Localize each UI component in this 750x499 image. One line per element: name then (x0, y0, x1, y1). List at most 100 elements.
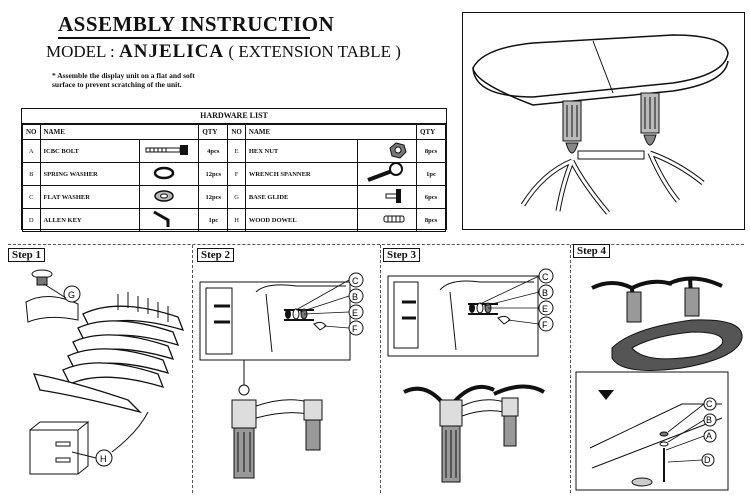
callout-c-label: C (542, 272, 549, 282)
model-name: ANJELICA (119, 41, 225, 62)
step-divider (192, 245, 193, 493)
step-4-label: Step 4 (573, 244, 611, 258)
callout-b: B (703, 413, 717, 427)
wood-dowel-icon (357, 208, 417, 232)
step-2-illustration: C B E F (199, 272, 364, 479)
callout-e-label: E (542, 304, 548, 314)
table-row: B SPRING WASHER 12pcs F WRENCH SPANNER 1… (22, 162, 446, 186)
dowel-detail (29, 421, 90, 475)
callout-c-label: C (352, 276, 359, 286)
model-line: MODEL : ANJELICA ( EXTENSION TABLE ) (46, 41, 401, 63)
item-name: BASE GLIDE (244, 185, 359, 209)
assembled-table-illustration (462, 12, 745, 230)
item-no: G (227, 185, 246, 209)
callout-b: B (348, 288, 364, 304)
base-glide-icon (357, 185, 417, 209)
item-name: ALLEN KEY (39, 208, 141, 232)
spring-washer-icon (139, 162, 200, 186)
wrench-icon (357, 162, 417, 186)
hardware-list: HARDWARE LIST NO NAME QTY NO NAME QTY A … (21, 108, 447, 232)
callout-e: E (348, 304, 364, 320)
item-qty: 12pcs (198, 185, 229, 209)
step-divider (380, 245, 381, 493)
col-qty: QTY (198, 124, 229, 140)
allen-key-icon (139, 208, 200, 232)
col-name-2: NAME (244, 124, 418, 140)
item-qty: 4pcs (198, 139, 229, 163)
assembly-note: * Assemble the display unit on a flat an… (52, 71, 252, 89)
item-qty: 1pc (198, 208, 229, 232)
note-line-2: surface to prevent scratching of the uni… (52, 80, 182, 89)
callout-c: C (348, 272, 364, 288)
flat-washer-icon (139, 185, 200, 209)
callout-g (63, 285, 81, 303)
hardware-table: NO NAME QTY NO NAME QTY A ICBC BOLT 4pcs… (22, 124, 446, 232)
callout-b: B (538, 284, 554, 300)
step-3-illustration: C B E F (387, 268, 554, 483)
title-underline (58, 37, 310, 39)
callout-b-label: B (352, 292, 358, 302)
hardware-list-title: HARDWARE LIST (22, 109, 446, 124)
callout-f-label: F (352, 324, 358, 334)
base-glide-detail (25, 269, 79, 323)
item-name: HEX NUT (244, 139, 359, 163)
callout-g-label: G (68, 290, 75, 300)
section-divider (8, 244, 744, 245)
hardware-header-row: NO NAME QTY NO NAME QTY (22, 124, 446, 140)
col-name: NAME (39, 124, 200, 140)
model-label: MODEL : (46, 42, 115, 61)
item-qty: 6pcs (416, 185, 446, 209)
callout-c: C (703, 397, 717, 411)
callout-e-label: E (352, 308, 358, 318)
callout-a-label: A (706, 431, 712, 441)
hex-nut-icon (357, 139, 417, 163)
table-row: C FLAT WASHER 12pcs G BASE GLIDE 6pcs (22, 185, 446, 209)
callout-b-label: B (706, 415, 712, 425)
table-row: D ALLEN KEY 1pc H WOOD DOWEL 8pcs (22, 208, 446, 232)
item-no: A (22, 139, 41, 163)
item-qty: 12pcs (198, 162, 229, 186)
callout-c-label: C (706, 399, 713, 409)
item-qty: 1pc (416, 162, 446, 186)
item-name: SPRING WASHER (39, 162, 141, 186)
callout-c: C (538, 268, 554, 284)
callout-f: F (348, 320, 364, 336)
callout-e: E (538, 300, 554, 316)
item-name: WRENCH SPANNER (244, 162, 359, 186)
item-no: E (227, 139, 246, 163)
step-1-label: Step 1 (8, 248, 46, 262)
model-type: ( EXTENSION TABLE ) (228, 42, 401, 61)
item-no: D (22, 208, 41, 232)
step-4-illustration: C B A D (575, 276, 743, 491)
col-qty-2: QTY (416, 124, 446, 140)
col-no: NO (22, 124, 41, 140)
note-line-1: Assemble the display unit on a flat and … (57, 71, 195, 80)
callout-b-label: B (542, 288, 548, 298)
table-row: A ICBC BOLT 4pcs E HEX NUT 8pcs (22, 139, 446, 163)
step-2-label: Step 2 (197, 248, 235, 262)
item-name: WOOD DOWEL (244, 208, 359, 232)
callout-h-label: H (100, 454, 107, 464)
item-no: F (227, 162, 246, 186)
step-1-illustration: G H (25, 269, 185, 475)
leg-stack (32, 305, 185, 414)
callout-f: F (538, 316, 554, 332)
item-no: H (227, 208, 246, 232)
item-name: ICBC BOLT (39, 139, 141, 163)
step-divider (570, 245, 571, 493)
col-no-2: NO (227, 124, 246, 140)
bolt-icon (139, 139, 200, 163)
step-3-label: Step 3 (383, 248, 421, 262)
note-bullet: * (52, 71, 58, 80)
document-title: ASSEMBLY INSTRUCTION (58, 12, 335, 36)
item-qty: 8pcs (416, 208, 446, 232)
callout-a: A (703, 429, 717, 443)
item-no: C (22, 185, 41, 209)
item-no: B (22, 162, 41, 186)
extension-table-drawing (472, 34, 729, 215)
callout-d-label: D (704, 455, 711, 465)
item-qty: 8pcs (416, 139, 446, 163)
callout-d: D (701, 453, 715, 467)
item-name: FLAT WASHER (39, 185, 141, 209)
callout-f-label: F (542, 320, 548, 330)
